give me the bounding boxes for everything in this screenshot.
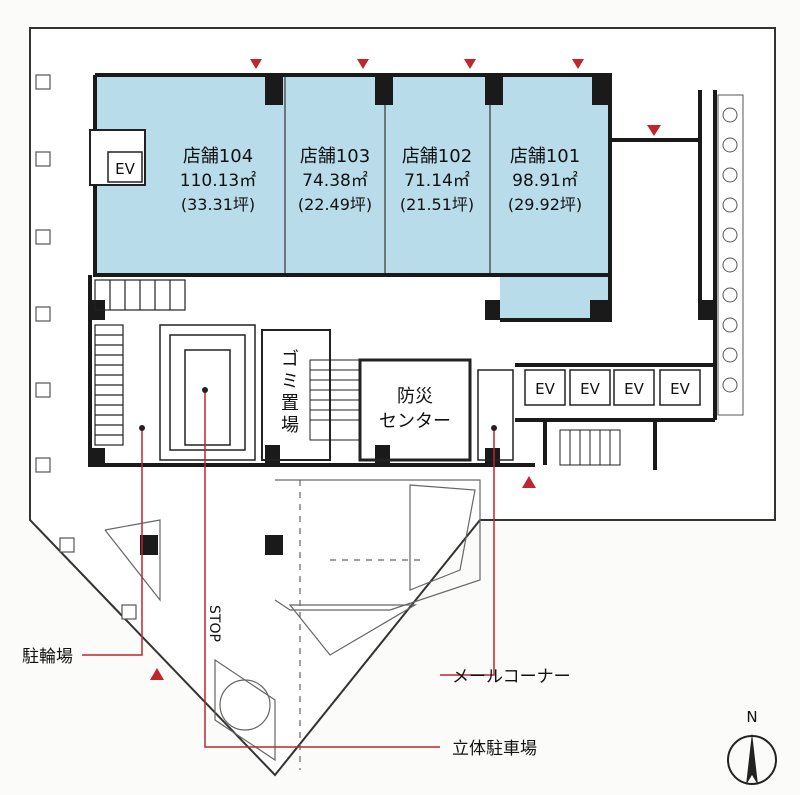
compass: N [727,708,777,785]
svg-text:EV: EV [670,380,690,398]
svg-text:EV: EV [115,160,135,178]
svg-text:店舗102: 店舗102 [402,146,472,167]
svg-text:110.13㎡: 110.13㎡ [180,171,256,191]
east-planter [717,94,744,416]
elevator-5: EV [659,369,701,406]
svg-text:(29.92坪): (29.92坪) [508,195,582,214]
garbage-room-label: ゴ ミ 置 場 [281,349,299,436]
west-planters [35,74,137,620]
svg-text:71.14㎡: 71.14㎡ [404,171,470,191]
svg-text:店舗103: 店舗103 [300,146,370,167]
disaster-center-label: 防災 センター [379,386,451,432]
svg-text:店舗104: 店舗104 [183,146,253,167]
shop-label-104: 店舗104 110.13㎡ (33.31坪) [180,146,256,214]
callout-points [139,387,497,431]
shop-partitions [284,75,491,275]
svg-text:ミ: ミ [281,371,299,392]
callout-leaders [82,390,495,748]
svg-text:EV: EV [580,380,600,398]
shop-label-101: 店舗101 98.91㎡ (29.92坪) [508,146,582,214]
svg-text:置: 置 [281,393,299,414]
callout-bicycle-parking: 駐輪場 [22,647,73,667]
svg-text:(22.49坪): (22.49坪) [298,195,372,214]
callout-multilevel-parking: 立体駐車場 [452,739,537,759]
shop-label-103: 店舗103 74.38㎡ (22.49坪) [298,146,372,214]
svg-text:98.91㎡: 98.91㎡ [512,171,578,191]
svg-text:N: N [746,708,757,726]
svg-text:場: 場 [281,415,299,436]
svg-text:EV: EV [624,380,644,398]
svg-text:店舗101: 店舗101 [510,146,580,167]
garbage-room [261,329,331,461]
entrance-arrows [150,59,661,680]
columns [90,75,715,555]
callout-mail-corner: メールコーナー [452,667,571,687]
compass-needle-icon [746,733,758,785]
mail-corner-room [477,369,514,461]
svg-text:(33.31坪): (33.31坪) [181,195,255,214]
stairs-east [559,429,621,466]
parking-unit [159,324,256,461]
svg-text:ゴ: ゴ [281,349,299,370]
svg-text:(21.51坪): (21.51坪) [400,195,474,214]
svg-text:EV: EV [535,380,555,398]
svg-text:防災: 防災 [397,386,433,407]
elevator-3: EV [569,369,611,406]
bicycle-racks [94,279,186,446]
shop-label-102: 店舗102 71.14㎡ (21.51坪) [400,146,474,214]
stop-marking: STOP [206,605,222,642]
svg-text:74.38㎡: 74.38㎡ [302,171,368,191]
elevator-2: EV [524,369,566,406]
elevator-1: EV [107,151,143,183]
walls [88,73,717,470]
elevator-4: EV [613,369,655,406]
driveway [104,479,481,770]
shop-area-fill [95,75,610,275]
disaster-center-room [358,358,472,462]
svg-text:センター: センター [379,411,451,432]
